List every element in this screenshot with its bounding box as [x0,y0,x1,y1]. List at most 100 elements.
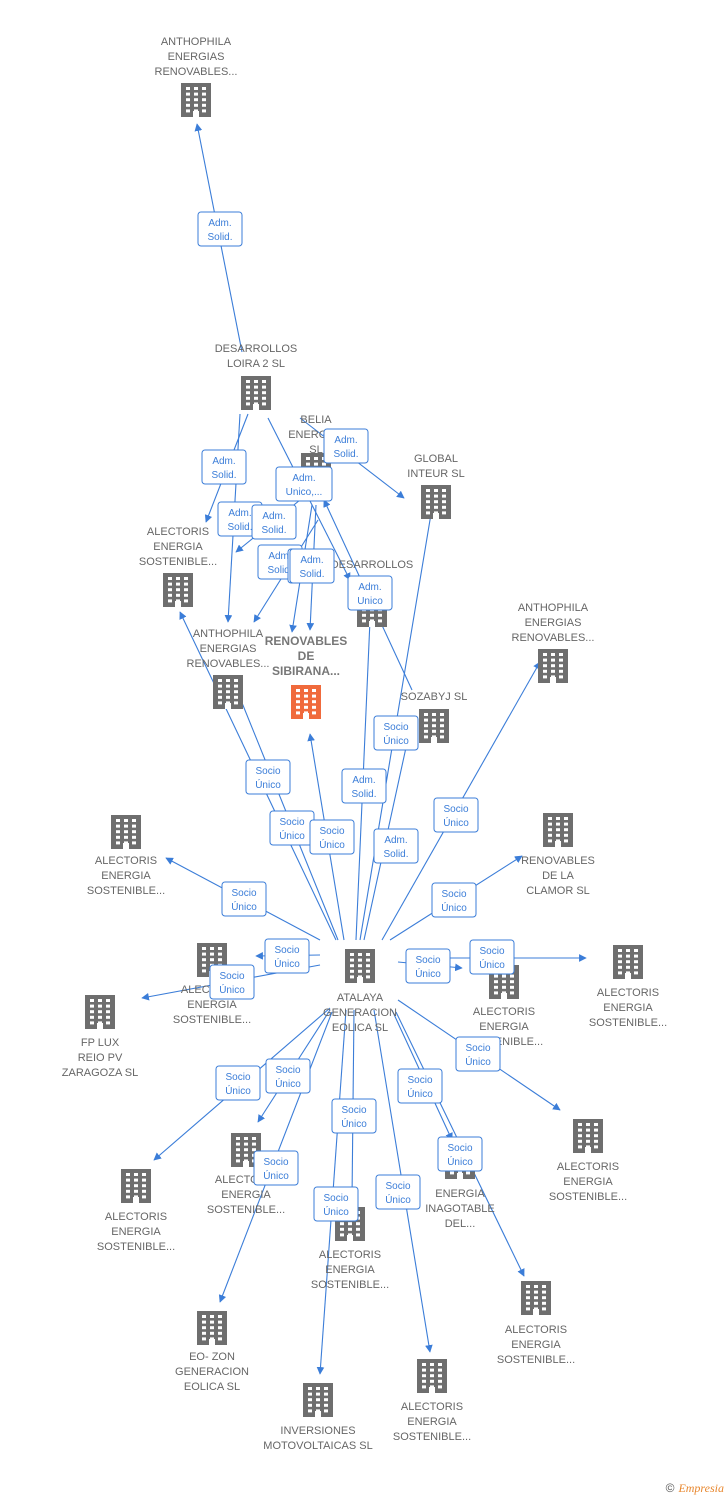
building-icon[interactable] [163,573,193,607]
building-icon[interactable] [303,1383,333,1417]
company-node[interactable]: SOZABYJ SL [401,691,468,743]
company-name-line[interactable]: INVERSIONES [280,1425,355,1437]
company-name-line[interactable]: LOIRA 2 SL [227,358,285,370]
building-icon[interactable] [121,1169,151,1203]
company-name-line[interactable]: ALECTORIS [401,1401,463,1413]
company-name-line[interactable]: ENERGIA [603,1002,653,1014]
company-name-line[interactable]: SOSTENIBLE... [589,1017,667,1029]
building-icon[interactable] [181,83,211,117]
company-name-line[interactable]: ANTHOPHILA [193,628,264,640]
relationship-badge[interactable]: Adm.Unico,... [275,466,333,502]
company-name-line[interactable]: SL [309,444,322,456]
company-node[interactable]: ALECTORISENERGIASOSTENIBLE... [139,526,217,607]
company-name-line[interactable]: DEL... [445,1218,476,1230]
company-node[interactable]: ALECTORIS ENERGIA SOSTENIBLE... [393,1359,471,1443]
company-name-line[interactable]: DE LA [542,870,574,882]
company-name-line[interactable]: SIBIRANA... [272,664,340,678]
company-name-line[interactable]: SOSTENIBLE... [207,1204,285,1216]
company-node[interactable]: EO- ZON GENERACION EOLICA SL [175,1311,249,1393]
company-node[interactable]: ALECTORIS ENERGIA SOSTENIBLE... [497,1281,575,1366]
company-name-line[interactable]: ENERGIA [187,999,237,1011]
company-node[interactable]: RENOVABLESDESIBIRANA... [265,634,347,719]
company-name-line[interactable]: SOSTENIBLE... [97,1241,175,1253]
company-name-line[interactable]: ENERGIA [435,1188,485,1200]
building-icon[interactable] [613,945,643,979]
company-name-line[interactable]: ANTHOPHILA [518,602,589,614]
company-name-line[interactable]: ALECTORIS [505,1324,567,1336]
relationship-badge[interactable]: Adm.Solid. [217,501,263,537]
company-node[interactable]: ANTHOPHILA ENERGIAS RENOVABLES... [187,628,270,709]
company-name-line[interactable]: ALECTORIS [557,1161,619,1173]
company-name-line[interactable]: RENOVABLES... [155,66,238,78]
company-name-line[interactable]: GENERACION [175,1366,249,1378]
brand-logo[interactable]: Empresia [678,1481,724,1495]
relationship-badge[interactable]: Adm.Solid. [201,449,247,485]
building-icon[interactable] [241,376,271,410]
relationship-badge[interactable]: Adm.Solid. [289,548,335,584]
company-name-line[interactable]: GENERACION [323,1007,397,1019]
company-name-line[interactable]: EO- ZON [189,1351,235,1363]
company-name-line[interactable]: SOSTENIBLE... [311,1279,389,1291]
building-icon[interactable] [419,709,449,743]
relationship-badge[interactable]: Adm.Solid. [251,504,297,540]
company-name-line[interactable]: DESARROLLOS [215,343,298,355]
company-name-line[interactable]: EOLICA SL [184,1381,240,1393]
building-icon[interactable] [213,675,243,709]
building-icon[interactable] [573,1119,603,1153]
company-node[interactable]: ANTHOPHILAENERGIASRENOVABLES... [512,602,595,683]
company-name-line[interactable]: REIO PV [78,1052,123,1064]
building-icon[interactable] [538,649,568,683]
company-name-line[interactable]: SOSTENIBLE... [393,1431,471,1443]
company-name-line[interactable]: ALECTORIS [95,855,157,867]
company-name-line[interactable]: ENERGIA [407,1416,457,1428]
company-name-line[interactable]: RENOVABLES... [187,658,270,670]
company-node[interactable]: ALECTORISENERGIASOSTENIBLE... [589,945,667,1029]
company-node[interactable]: ALECTORISENERGIASOSTENIBLE... [97,1169,175,1253]
building-icon[interactable] [197,1311,227,1345]
building-icon[interactable] [111,815,141,849]
building-icon[interactable] [417,1359,447,1393]
company-name-line[interactable]: RENOVABLES... [512,632,595,644]
building-icon[interactable] [85,995,115,1029]
relationship-badge[interactable]: Adm.Solid. [323,428,369,464]
company-name-line[interactable]: RENOVABLES [265,634,347,648]
company-name-line[interactable]: DE [298,649,315,663]
company-name-line[interactable]: ENERGIA [511,1339,561,1351]
company-name-line[interactable]: ALECTORIS [319,1249,381,1261]
company-name-line[interactable]: ENERGIA [153,541,203,553]
company-name-line[interactable]: SOSTENIBLE... [549,1191,627,1203]
building-icon[interactable] [521,1281,551,1315]
company-name-line[interactable]: SOZABYJ SL [401,691,468,703]
company-name-line[interactable]: CLAMOR SL [526,885,590,897]
building-icon[interactable] [543,813,573,847]
company-name-line[interactable]: GLOBAL [414,453,458,465]
company-name-line[interactable]: ENERGIAS [200,643,257,655]
company-name-line[interactable]: SOSTENIBLE... [497,1354,575,1366]
company-name-line[interactable]: ALECTORIS [473,1006,535,1018]
relationship-badge[interactable]: Adm.Solid. [373,828,419,864]
company-name-line[interactable]: DESARROLLOS [331,559,414,571]
company-name-line[interactable]: ENERGIA [563,1176,613,1188]
company-name-line[interactable]: ALECTORIS [147,526,209,538]
company-node[interactable]: DESARROLLOS LOIRA 2 SL [215,343,298,410]
company-name-line[interactable]: ATALAYA [337,992,384,1004]
relationship-badge[interactable]: Adm.Unico [347,575,393,611]
